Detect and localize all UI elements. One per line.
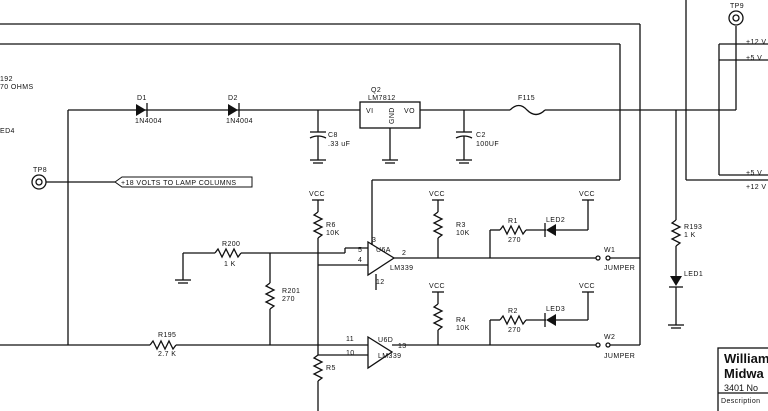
lamp-columns-flag — [114, 176, 253, 188]
u6d-value: LM339 — [378, 353, 401, 360]
q2-vi-pin: VI — [366, 108, 373, 115]
rail-12v-bottom: +12 V — [746, 184, 767, 191]
r5-ref: R5 — [326, 365, 336, 372]
r6-ref: R6 — [326, 222, 336, 229]
r3-column — [432, 200, 444, 258]
r193-ref: R193 — [684, 224, 702, 231]
capacitor-c8 — [309, 110, 327, 164]
rail-5v-bottom: +5 V — [746, 170, 762, 177]
r3-ref: R3 — [456, 222, 466, 229]
diode-d2 — [228, 103, 240, 117]
r201-value: 270 — [282, 296, 295, 303]
c8-ref: C8 — [328, 132, 338, 139]
title-address: 3401 No — [724, 383, 758, 393]
u6a-pin3: 3 — [372, 237, 376, 244]
r6-column — [312, 200, 324, 411]
w2-ref: W2 — [604, 334, 615, 341]
diode-d1 — [136, 103, 148, 117]
r201-ref: R201 — [282, 288, 300, 295]
title-company-line2: Midwa — [724, 366, 764, 381]
r2-value: 270 — [508, 327, 521, 334]
r195-value: 2.7 K — [158, 351, 176, 358]
comparator-u6d — [318, 335, 596, 370]
top-bus-wires — [0, 23, 641, 345]
tp8-test-point[interactable] — [31, 174, 47, 190]
r195-line — [0, 339, 368, 351]
r193-led1-branch — [668, 110, 684, 329]
q2-ref: Q2 — [371, 87, 381, 94]
r195-ref: R195 — [158, 332, 176, 339]
r1-led2-branch — [489, 199, 594, 258]
right-rail-wires — [660, 0, 768, 181]
u6d-pin11: 11 — [346, 336, 354, 343]
vcc2-label: VCC — [429, 191, 445, 198]
tp8-label: TP8 — [33, 167, 47, 174]
u6a-pin4: 4 — [358, 257, 362, 264]
r2-led3-branch — [489, 291, 594, 345]
led1-ref: LED1 — [684, 271, 703, 278]
jumper-w2[interactable] — [595, 342, 640, 348]
r1-value: 270 — [508, 237, 521, 244]
u6a-value: LM339 — [390, 265, 413, 272]
rail-5v-top: +5 V — [746, 55, 762, 62]
tp9-label: TP9 — [730, 3, 744, 10]
r200-value: 1 K — [224, 261, 236, 268]
c2-value: 100UF — [476, 141, 499, 148]
q2-gnd-pin: GND — [389, 107, 396, 124]
lamp-columns-label: +18 VOLTS TO LAMP COLUMNS — [121, 180, 237, 187]
w2-jumper-label: JUMPER — [604, 353, 635, 360]
c2-ref: C2 — [476, 132, 486, 139]
title-description: Description — [721, 398, 760, 405]
r6-value: 10K — [326, 230, 340, 237]
r193-value: 1 K — [684, 232, 696, 239]
u6a-pin12: 12 — [376, 279, 385, 286]
comparator-u6a — [318, 240, 596, 290]
r200-network — [175, 247, 346, 284]
led3-ref: LED3 — [546, 306, 565, 313]
u6a-ref: U6A — [376, 247, 391, 254]
vcc1-label: VCC — [309, 191, 325, 198]
u6d-ref: U6D — [378, 337, 393, 344]
d1-value: 1N4004 — [135, 118, 162, 125]
r4-ref: R4 — [456, 317, 466, 324]
vcc5-label: VCC — [579, 283, 595, 290]
r201-resistor — [264, 253, 276, 345]
title-block — [717, 347, 768, 411]
d2-value: 1N4004 — [226, 118, 253, 125]
rail-12v-top: +12 V — [746, 39, 767, 46]
d1-ref: D1 — [137, 95, 147, 102]
q2-vo-pin: VO — [404, 108, 415, 115]
led4-ref: ED4 — [0, 128, 15, 135]
r4-value: 10K — [456, 325, 470, 332]
u6d-pin10: 10 — [346, 350, 355, 357]
r1-ref: R1 — [508, 218, 518, 225]
title-company-line1: William — [724, 351, 768, 366]
main-supply-wire — [67, 109, 660, 345]
r192-ref: 192 — [0, 76, 13, 83]
capacitor-c2 — [455, 110, 473, 164]
u6a-pin2: 2 — [402, 250, 406, 257]
r192-value: 70 OHMS — [0, 84, 34, 91]
f115-ref: F115 — [518, 95, 535, 102]
w1-ref: W1 — [604, 247, 615, 254]
c8-value: .33 uF — [328, 141, 350, 148]
q2-value: LM7812 — [368, 95, 396, 102]
regulator-q2 — [359, 101, 421, 164]
r3-value: 10K — [456, 230, 470, 237]
r200-ref: R200 — [222, 241, 240, 248]
led2-ref: LED2 — [546, 217, 565, 224]
u6d-pin13: 13 — [398, 343, 407, 350]
vcc4-label: VCC — [429, 283, 445, 290]
tp9-test-point[interactable] — [728, 10, 744, 26]
fuse-f115 — [509, 104, 546, 116]
u6a-pin5: 5 — [358, 247, 362, 254]
vcc3-label: VCC — [579, 191, 595, 198]
r2-ref: R2 — [508, 308, 518, 315]
w1-jumper-label: JUMPER — [604, 265, 635, 272]
jumper-w1[interactable] — [595, 255, 640, 261]
d2-ref: D2 — [228, 95, 238, 102]
r4-column — [432, 292, 444, 345]
